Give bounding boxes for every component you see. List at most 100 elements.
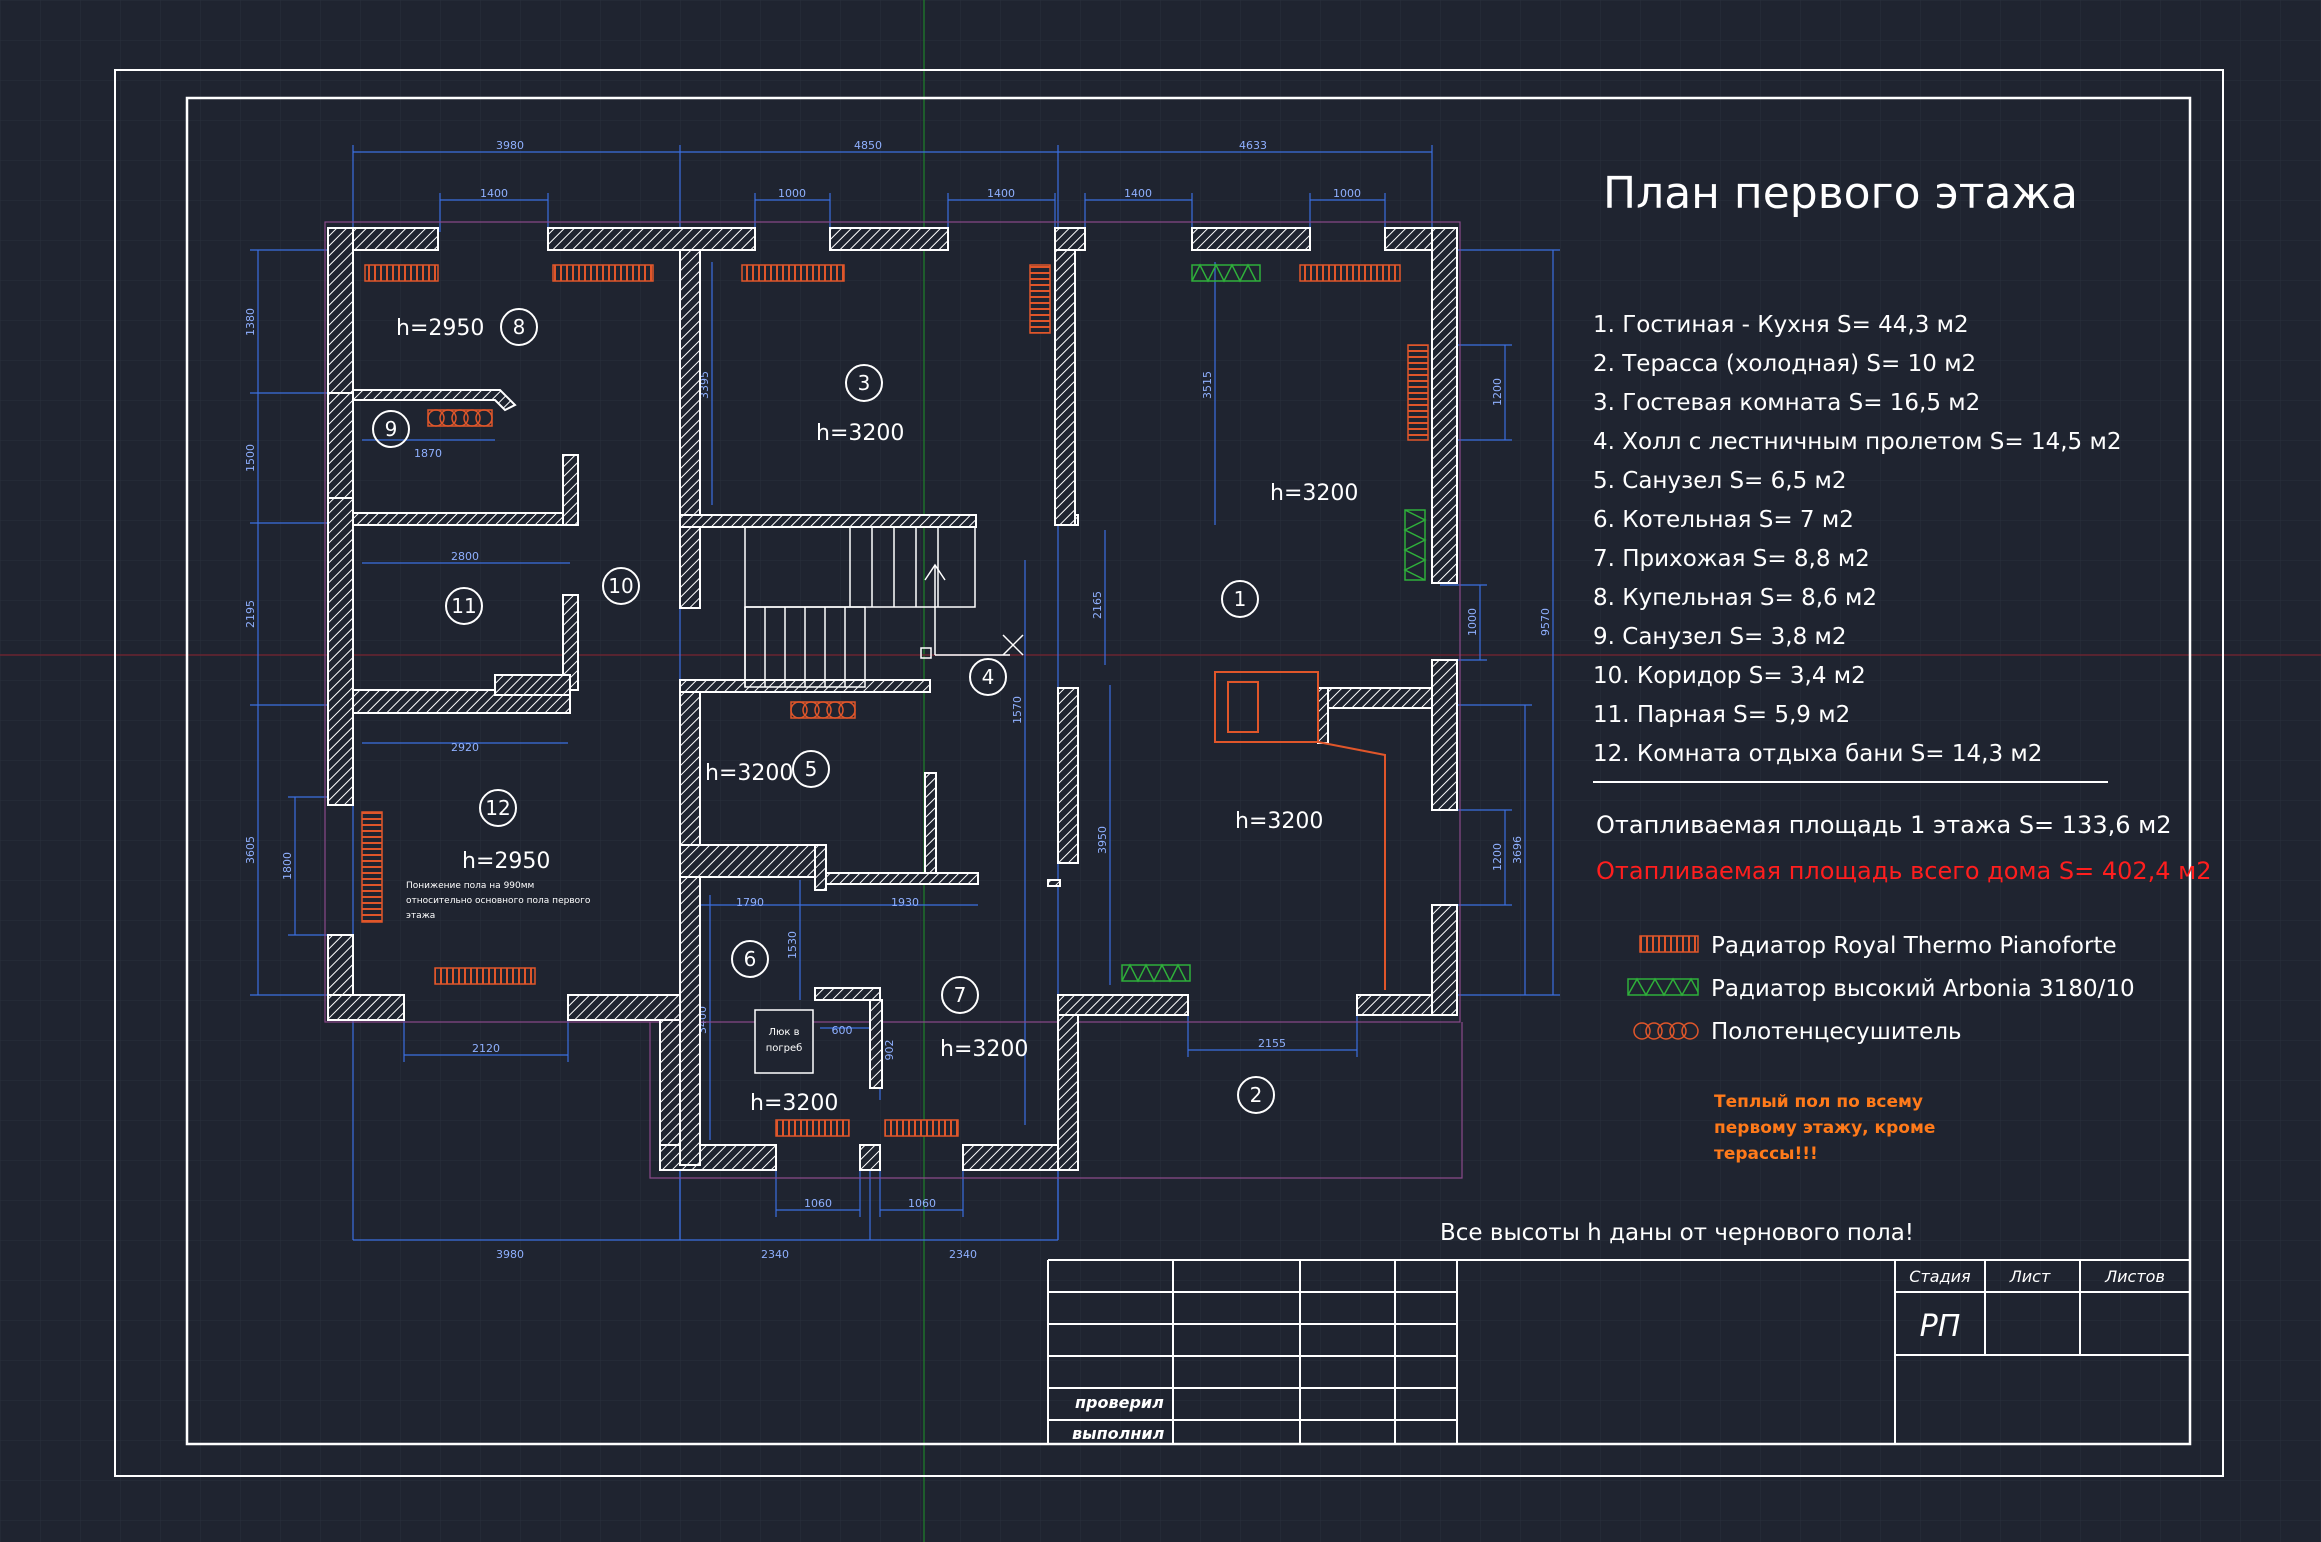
room-number: 5 xyxy=(805,757,818,781)
dim-int-8: 902 xyxy=(883,1040,896,1061)
room-number: 11 xyxy=(451,594,476,618)
radiator-arbonia-icon xyxy=(1121,963,1191,983)
stage-value: РП xyxy=(1920,1309,1961,1344)
dim-top-3: 4633 xyxy=(1239,139,1267,152)
radiator-royal-icon xyxy=(364,264,439,282)
room-list-item: 7. Прихожая S= 8,8 м2 xyxy=(1593,546,1870,572)
radiator-royal-icon xyxy=(434,967,536,985)
dim-bottom-1: 3980 xyxy=(496,1248,524,1261)
room-marker-7 xyxy=(941,976,979,1014)
room-marker-12 xyxy=(479,789,517,827)
towel-dryer-icon xyxy=(790,701,856,719)
room-list-item: 10. Коридор S= 3,4 м2 xyxy=(1593,663,1866,689)
dim-int-6: 600 xyxy=(832,1024,853,1037)
dim-int-14: 1570 xyxy=(1011,696,1024,724)
dim-top-1: 3980 xyxy=(496,139,524,152)
dim-int-10: 3395 xyxy=(698,371,711,399)
dim-bottom-win-1: 2120 xyxy=(472,1042,500,1055)
radiator-royal-icon xyxy=(1299,264,1401,282)
page-title: План первого этажа xyxy=(1603,168,2078,219)
dim-bottom-win-3: 1060 xyxy=(908,1197,936,1210)
radiator-royal-legend-icon xyxy=(1639,935,1699,953)
towel-dryer-legend-icon xyxy=(1633,1022,1699,1040)
performed-label: выполнил xyxy=(1072,1424,1165,1443)
floor-lowering-line: этажа xyxy=(406,911,435,921)
room-list-item: 1. Гостиная - Кухня S= 44,3 м2 xyxy=(1593,312,1969,338)
dim-win-3: 1400 xyxy=(987,187,1015,200)
dim-left-1: 1380 xyxy=(244,308,257,336)
dim-bottom-3: 2340 xyxy=(949,1248,977,1261)
radiator-royal-icon xyxy=(884,1119,959,1137)
dim-right-5: 9570 xyxy=(1539,608,1552,636)
dim-int-7: 1530 xyxy=(786,931,799,959)
room-number: 10 xyxy=(608,574,633,598)
radiator-royal-icon xyxy=(741,264,845,282)
dim-int-3: 2920 xyxy=(451,741,479,754)
radiator-arbonia-legend-icon xyxy=(1627,977,1699,997)
warm-floor-line: первому этажу, кроме xyxy=(1714,1118,1935,1138)
legend-radiator-arbonia: Радиатор высокий Arbonia 3180/10 xyxy=(1711,976,2135,1002)
room-marker-6 xyxy=(731,940,769,978)
checked-label: проверил xyxy=(1075,1393,1164,1412)
radiators-arbonia xyxy=(1121,263,1427,983)
height-label: h=3200 xyxy=(940,1037,1028,1062)
legend: Радиатор Royal Thermo Pianoforte Радиато… xyxy=(1627,933,2135,1045)
height-label: h=3200 xyxy=(705,761,793,786)
dim-right-2: 1000 xyxy=(1466,608,1479,636)
radiator-arbonia-icon xyxy=(1191,263,1261,283)
room-list-item: 5. Санузел S= 6,5 м2 xyxy=(1593,468,1847,494)
room-marker-4 xyxy=(969,658,1007,696)
room-number: 12 xyxy=(485,796,510,820)
dim-right-3: 1200 xyxy=(1491,843,1504,871)
walls xyxy=(327,227,1458,1171)
sheet-header: Лист xyxy=(2009,1267,2051,1286)
dim-int-5: 1930 xyxy=(891,896,919,909)
room-marker-2 xyxy=(1237,1076,1275,1114)
room-marker-3 xyxy=(845,364,883,402)
towel-dryer-icon xyxy=(427,409,493,427)
height-labels: h=2950 h=3200 h=3200 h=3200 h=3200 h=320… xyxy=(396,316,1358,1116)
radiator-royal-icon xyxy=(552,264,654,282)
room-number: 7 xyxy=(954,983,967,1007)
room-marker-8 xyxy=(500,308,538,346)
inner-frame xyxy=(185,96,2192,1446)
dim-left-2: 1500 xyxy=(244,444,257,472)
room-number: 9 xyxy=(385,417,398,441)
dim-left-4: 3605 xyxy=(244,836,257,864)
warm-floor-line: терассы!!! xyxy=(1714,1144,1818,1164)
dim-win-5: 1000 xyxy=(1333,187,1361,200)
room-marker-10 xyxy=(602,567,640,605)
dim-top-2: 4850 xyxy=(854,139,882,152)
room-number: 3 xyxy=(858,371,871,395)
radiators-royal xyxy=(361,264,1429,1137)
area-floor: Отапливаемая площадь 1 этажа S= 133,6 м2 xyxy=(1596,811,2172,839)
room-marker-numbers: 1 2 3 4 5 6 7 8 9 10 11 12 xyxy=(385,315,1263,1107)
room-list-item: 3. Гостевая комната S= 16,5 м2 xyxy=(1593,390,1980,416)
cellar-hatch-label-1: Люк в xyxy=(768,1027,799,1038)
dim-right-1: 1200 xyxy=(1491,378,1504,406)
room-list-item: 8. Купельная S= 8,6 м2 xyxy=(1593,585,1877,611)
dim-bottom-2: 2340 xyxy=(761,1248,789,1261)
floor-lowering-note: Понижение пола на 990мм относительно осн… xyxy=(406,881,591,921)
dim-int-1: 1870 xyxy=(414,447,442,460)
radiator-royal-icon xyxy=(775,1119,850,1137)
room-list-item: 11. Парная S= 5,9 м2 xyxy=(1593,702,1850,728)
room-list: 1. Гостиная - Кухня S= 44,3 м2 2. Терасс… xyxy=(1593,312,2121,767)
heights-note: Все высоты h даны от чернового пола! xyxy=(1440,1220,1914,1246)
dim-win-4: 1400 xyxy=(1124,187,1152,200)
dim-left-3: 2195 xyxy=(244,600,257,628)
room-number: 2 xyxy=(1250,1083,1263,1107)
dim-int-11: 3515 xyxy=(1201,371,1214,399)
sheets-header: Листов xyxy=(2104,1267,2165,1286)
height-label: h=3200 xyxy=(1270,481,1358,506)
dim-int-12: 2165 xyxy=(1091,591,1104,619)
room-number: 6 xyxy=(744,947,757,971)
fireplace xyxy=(1214,671,1386,990)
room-list-item: 6. Котельная S= 7 м2 xyxy=(1593,507,1854,533)
outer-frame xyxy=(114,69,2224,1477)
title-block-text: Стадия Лист Листов РП проверил выполнил xyxy=(1072,1267,2165,1443)
height-label: h=3200 xyxy=(750,1091,838,1116)
legend-towel-dryer: Полотенцесушитель xyxy=(1711,1019,1962,1045)
floor-lowering-line: Понижение пола на 990мм xyxy=(406,881,534,891)
